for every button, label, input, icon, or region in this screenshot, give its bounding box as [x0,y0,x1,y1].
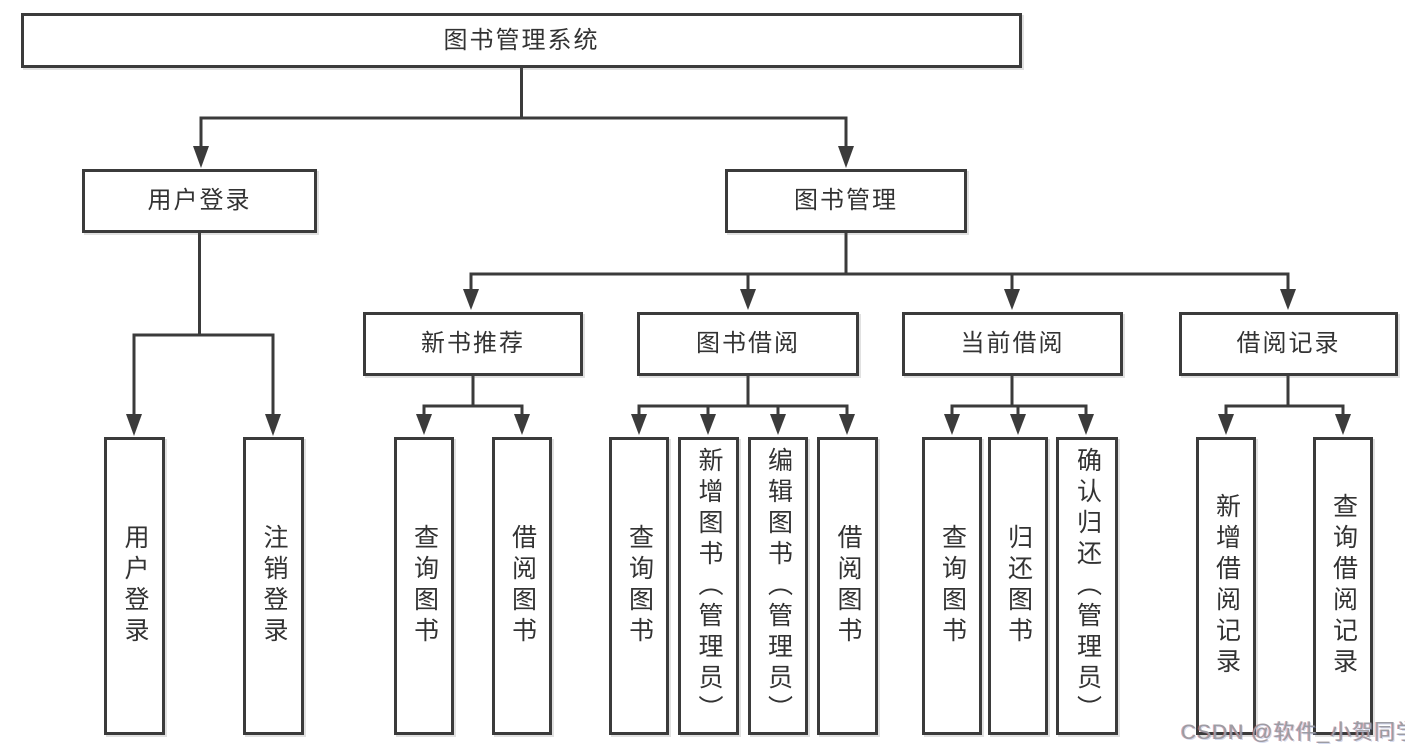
leaf-user-login: 用户登录 [104,437,165,735]
node-borrow-records: 借阅记录 [1179,312,1398,376]
leaf-current-query-books: 查询图书 [922,437,982,735]
node-book-borrow: 图书借阅 [637,312,859,376]
node-root: 图书管理系统 [21,13,1022,68]
edge-currentborrow-to-leaves [950,374,1088,416]
leaf-newbook-query-books: 查询图书 [394,437,454,735]
edge-borrowrecords-to-leaves [1224,374,1345,416]
edge-bookborrow-to-leaves [637,374,849,416]
csdn-watermark: CSDN @软件_小贺同学 [1181,721,1405,744]
leaf-records-add-record: 新增借阅记录 [1196,437,1256,735]
leaf-borrow-edit-books-admin: 编辑图书（管理员） [748,437,808,735]
arrowheads [126,146,1351,436]
node-user-login: 用户登录 [82,169,317,233]
edge-newbookrec-to-leaves [422,374,524,416]
edge-userlogin-to-leaves [132,231,275,416]
node-new-book-recommend: 新书推荐 [363,312,583,376]
leaf-current-return-books: 归还图书 [988,437,1048,735]
leaf-borrow-query-books: 查询图书 [609,437,669,735]
node-book-management: 图书管理 [725,169,967,233]
node-current-borrow: 当前借阅 [902,312,1123,376]
leaf-newbook-borrow-books: 借阅图书 [492,437,552,735]
leaf-current-confirm-return-admin: 确认归还（管理员） [1056,437,1118,735]
edge-root-to-level2 [199,66,848,148]
leaf-logout: 注销登录 [243,437,304,735]
leaf-borrow-add-books-admin: 新增图书（管理员） [678,437,739,735]
edge-bookmgmt-to-level3 [469,231,1290,291]
leaf-records-query-record: 查询借阅记录 [1313,437,1373,735]
leaf-borrow-borrow-books: 借阅图书 [817,437,878,735]
